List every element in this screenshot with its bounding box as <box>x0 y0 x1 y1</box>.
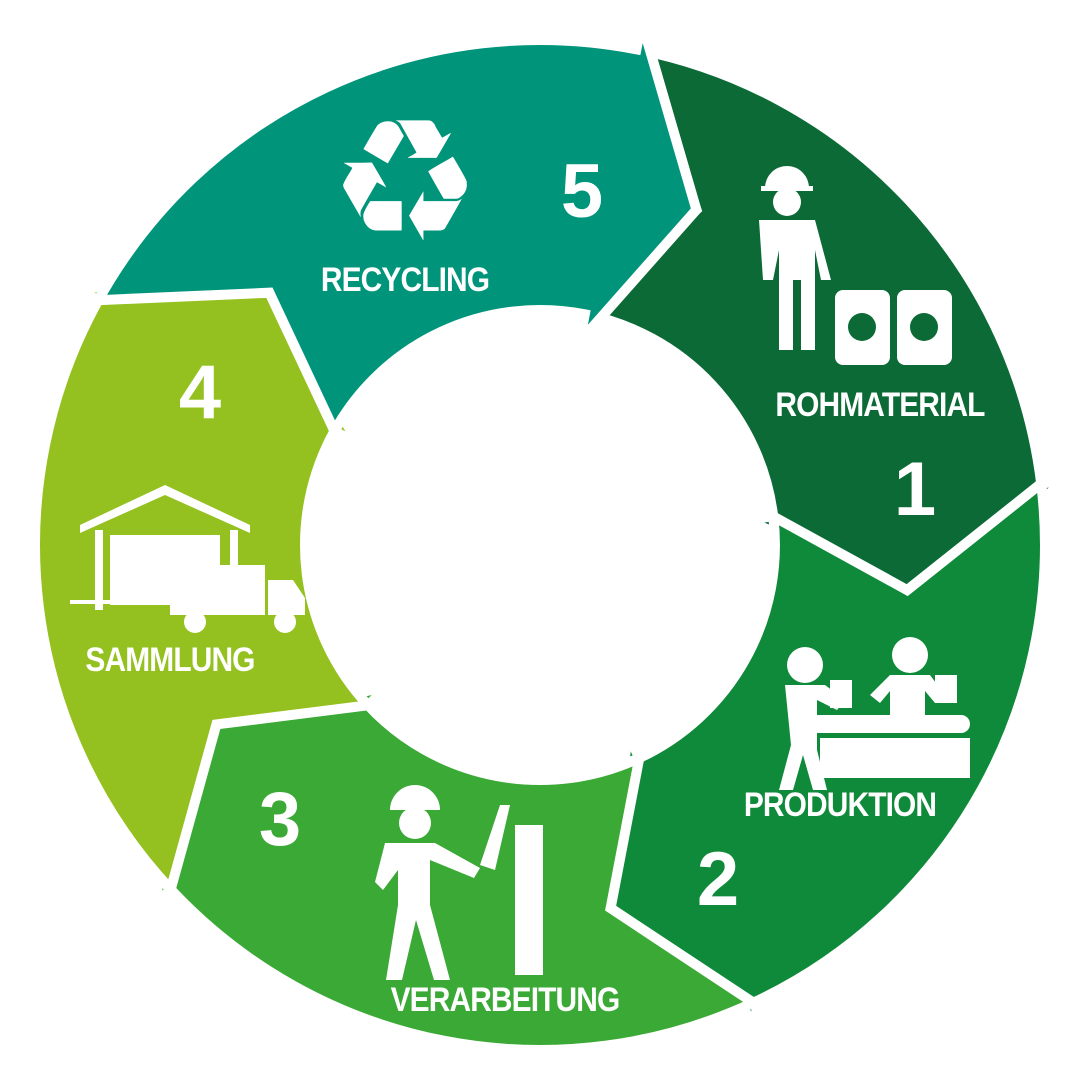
step-1-label: ROHMATERIAL <box>775 386 985 424</box>
step-2-number: 2 <box>696 837 740 922</box>
welder-icon <box>375 785 543 980</box>
step-1-number: 1 <box>893 447 937 532</box>
step-2-label: PRODUKTION <box>743 786 937 824</box>
warehouse-truck-icon <box>70 485 305 633</box>
svg-text:♻: ♻ <box>329 100 481 260</box>
assembly-line-workers-icon <box>779 637 970 790</box>
step-5-arrow-segment <box>89 20 702 443</box>
step-3-label: VERARBEITUNG <box>390 981 621 1019</box>
worker-with-barrels-icon <box>759 166 952 365</box>
step-5-label: RECYCLING <box>320 261 490 299</box>
step-3-number: 3 <box>258 777 302 862</box>
step-5-number: 5 <box>560 149 604 234</box>
recycle-icon: ♻ <box>329 100 481 260</box>
step-4-label: SAMMLUNG <box>85 641 255 679</box>
step-1-arrow-segment <box>574 42 1072 596</box>
step-4-number: 4 <box>178 350 222 435</box>
